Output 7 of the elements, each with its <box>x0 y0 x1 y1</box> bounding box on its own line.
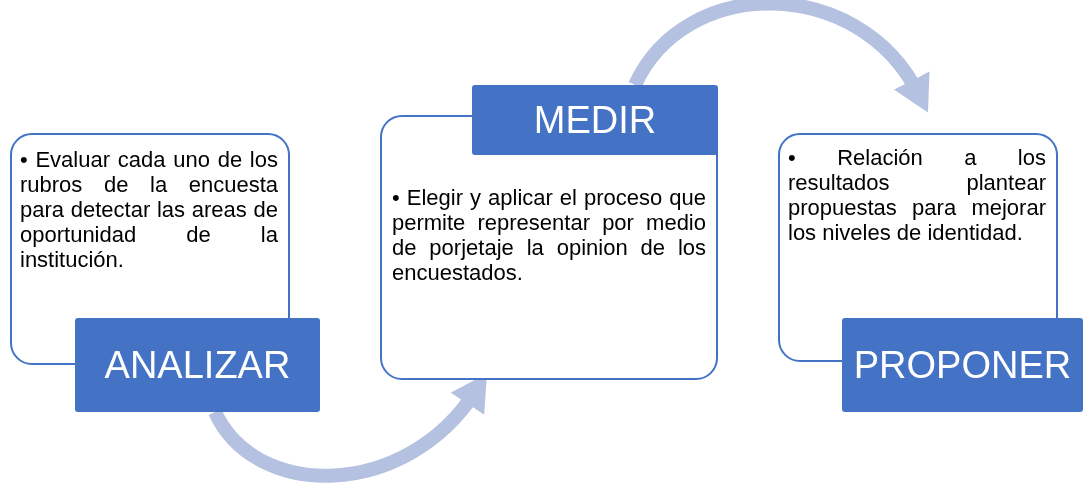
step-description: • Relación a los resultados plantear propuestas para mejorar los niveles de identidad. <box>788 145 1046 245</box>
step-description: • Elegir y aplicar el proceso que permite representar por medio de porjetaje la opinion de los encuestados. <box>392 185 706 285</box>
step-label: PROPONER <box>842 318 1083 412</box>
step-description: • Evaluar cada uno de los rubros de la encuesta para detectar las areas de oportunidad de la institución. <box>20 147 278 272</box>
curved-arrow <box>628 0 930 112</box>
step-label: MEDIR <box>472 85 718 155</box>
step-label: ANALIZAR <box>75 318 320 412</box>
